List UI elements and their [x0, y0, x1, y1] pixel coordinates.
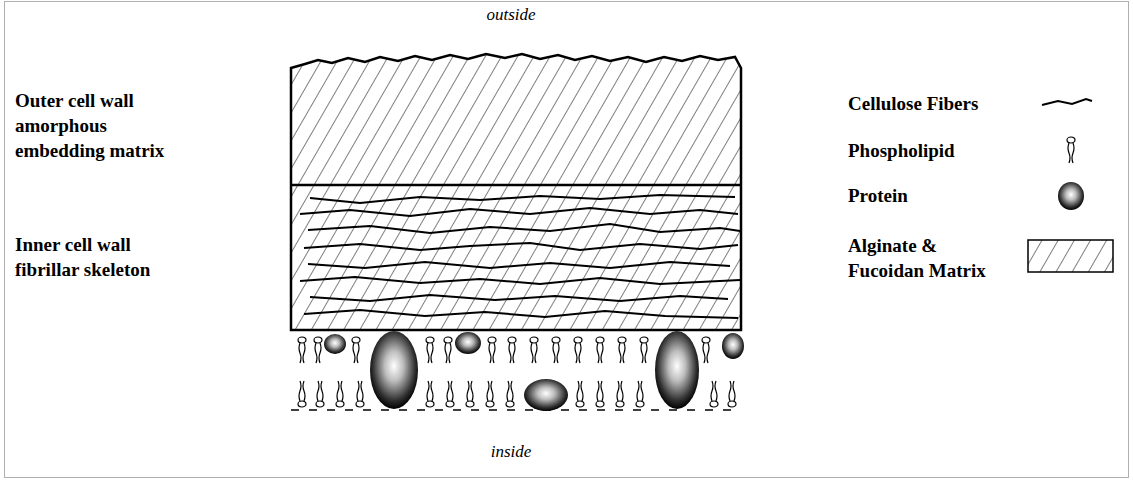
cell-wall — [291, 54, 741, 330]
layer-label: Outer cell wall amorphous embedding matr… — [15, 88, 185, 163]
membrane-base — [291, 409, 741, 411]
legend-text: Phospholipid — [848, 138, 1020, 163]
frame — [5, 2, 1129, 478]
phospholipid-sample — [1067, 137, 1075, 163]
wall-boundary — [291, 184, 741, 187]
cellulose-fibers — [300, 195, 740, 318]
legend-text: Alginate & Fucoidan Matrix — [848, 233, 1008, 283]
region-label: inside — [411, 441, 611, 463]
membrane-proteins — [324, 331, 744, 411]
matrix-sample — [1028, 240, 1113, 272]
phospholipid-top — [298, 337, 710, 363]
legend-text: Protein — [848, 183, 1020, 208]
region-label: outside — [411, 4, 611, 26]
fiber-sample — [1042, 99, 1092, 105]
legend-text: Cellulose Fibers — [848, 91, 1020, 116]
layer-label: Inner cell wall fibrillar skeleton — [15, 232, 185, 282]
protein-sample — [1058, 182, 1084, 210]
